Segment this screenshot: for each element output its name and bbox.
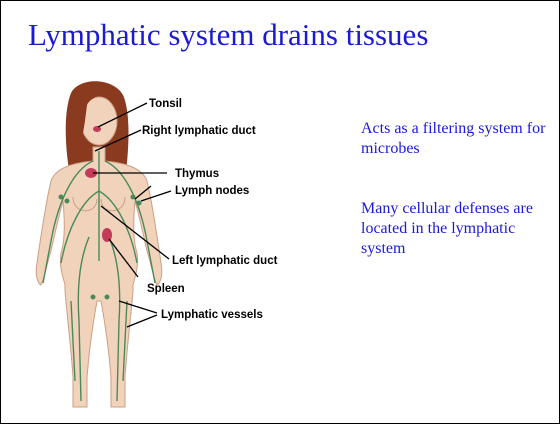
cellular-defenses-note: Many cellular defenses are located in th…: [361, 199, 556, 259]
label-spleen: Spleen: [147, 283, 185, 295]
label-tonsil: Tonsil: [149, 98, 182, 110]
label-thymus: Thymus: [175, 168, 219, 180]
label-lymph-nodes: Lymph nodes: [175, 185, 249, 197]
tonsil: [93, 126, 101, 132]
label-lymphatic-vessels: Lymphatic vessels: [161, 309, 263, 321]
label-left-lymphatic-duct: Left lymphatic duct: [172, 255, 278, 267]
filtering-note: Acts as a filtering system for microbes: [361, 119, 556, 159]
lymphatic-system-illustration: Tonsil Right lymphatic duct Thymus Lymph…: [1, 73, 341, 423]
label-right-lymphatic-duct: Right lymphatic duct: [142, 125, 256, 137]
slide-title: Lymphatic system drains tissues: [28, 17, 428, 53]
